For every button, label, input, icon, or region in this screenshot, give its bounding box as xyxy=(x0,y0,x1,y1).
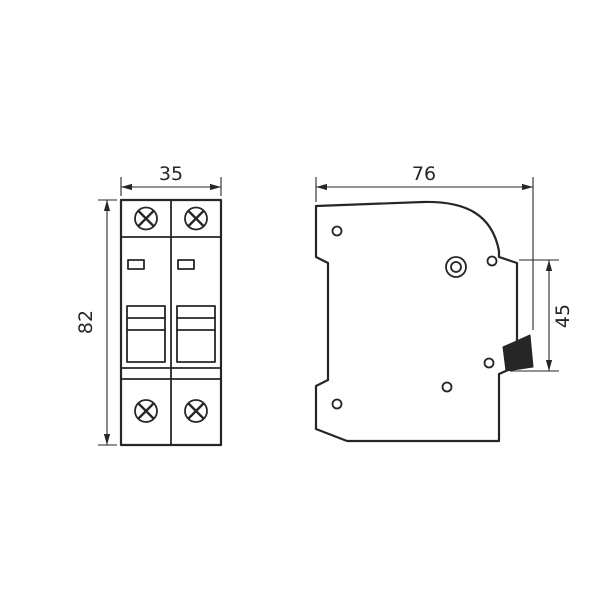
dimension-front-width: 35 xyxy=(120,163,222,196)
screw-cross-line xyxy=(137,402,155,420)
pivot-outer-circle xyxy=(445,256,467,278)
dimension-label-front-height: 82 xyxy=(75,310,97,334)
screw-terminal-top-right xyxy=(184,206,208,231)
screw-circle xyxy=(134,206,158,231)
toggle-switch-right xyxy=(176,305,216,363)
screw-terminal-bottom-right xyxy=(184,399,208,423)
rivet-circle xyxy=(331,398,343,410)
pivot-inner-circle xyxy=(450,261,462,273)
indicator-window-right xyxy=(177,259,195,270)
screw-cross-line xyxy=(187,402,205,420)
dimension-label-side-front-section: 45 xyxy=(552,304,574,328)
rivet-circle xyxy=(486,255,498,267)
toggle-lever xyxy=(502,334,534,372)
screw-circle xyxy=(134,399,158,423)
dimension-side-width: 76 xyxy=(315,163,534,330)
toggle-body xyxy=(176,305,216,363)
indicator-window-left xyxy=(127,259,145,270)
screw-cross-line xyxy=(187,209,205,228)
dimension-label-front-width: 35 xyxy=(159,163,183,185)
screw-cross-line xyxy=(137,209,155,228)
side-view xyxy=(314,200,534,443)
dimension-front-height: 82 xyxy=(75,199,117,446)
screw-terminal-top-left xyxy=(134,206,158,231)
screw-circle xyxy=(184,206,208,231)
rivet-circle xyxy=(483,357,495,369)
front-view xyxy=(119,198,223,447)
screw-terminal-bottom-left xyxy=(134,399,158,423)
rivet-circle xyxy=(331,225,343,237)
side-profile-outline xyxy=(314,200,519,443)
pivot-boss xyxy=(445,256,467,278)
screw-circle xyxy=(184,399,208,423)
dimension-side-front-section: 45 xyxy=(510,259,574,372)
dimension-label-side-width: 76 xyxy=(412,163,436,185)
toggle-switch-left xyxy=(126,305,166,363)
rivet-circle xyxy=(441,381,453,393)
toggle-body xyxy=(126,305,166,363)
